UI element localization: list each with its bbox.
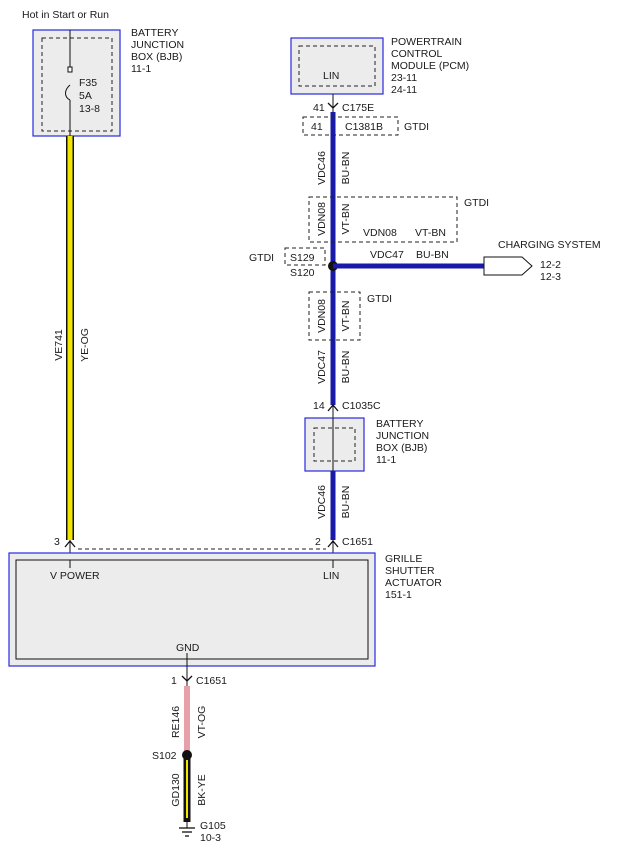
pcm-pin-label: LIN	[323, 70, 339, 82]
inline-pin-number: 41	[311, 121, 323, 133]
gnd-pin-number: 1	[171, 675, 177, 687]
charging-system-arrow-icon	[483, 256, 533, 276]
wire-vt-og-label: VT-OG	[196, 706, 208, 739]
actuator-ref: 151-1	[385, 589, 412, 601]
bjb-top-inner-dashed	[41, 37, 113, 132]
act-connector-label: C1651	[342, 536, 373, 548]
wire-vt-bn-label-h: VT-BN	[415, 227, 446, 239]
act-gnd-label: GND	[176, 642, 200, 654]
inline-gtdi-label: GTDI	[404, 121, 429, 133]
power-source-label: Hot in Start or Run	[22, 9, 109, 21]
wire-bu-bn-label-top: BU-BN	[340, 152, 352, 185]
actuator-inner-box	[15, 559, 369, 660]
ground-ref: 10-3	[200, 832, 221, 844]
pcm-line2: CONTROL	[391, 48, 442, 60]
wire-vdc47-label-v: VDC47	[316, 350, 328, 384]
gnd-connector-label: C1651	[196, 675, 227, 687]
bjb-top-line3: BOX (BJB)	[131, 51, 182, 63]
splice-s129-label: S129	[290, 252, 315, 264]
wire-vdn08-label-2: VDN08	[316, 299, 328, 333]
wire-bu-bn-label-h: BU-BN	[416, 249, 449, 261]
act-v-power-label: V POWER	[50, 570, 100, 582]
fuse-icon	[65, 84, 71, 101]
fuse-terminal	[67, 66, 73, 73]
act-pin-power: 3	[54, 536, 60, 548]
connector-c175e-icon	[327, 102, 339, 109]
connector-c1651-gnd-icon	[181, 675, 193, 682]
inline-connector-box	[302, 116, 399, 136]
wire-ye-og-label: YE-OG	[79, 328, 91, 362]
ground-id: G105	[200, 820, 226, 832]
fuse-rating: 5A	[79, 90, 92, 102]
pcm-pin-number: 41	[313, 102, 325, 114]
connector-c1651-power-icon	[64, 539, 76, 548]
pcm-inner-dashed	[298, 45, 376, 87]
gtdi-option-box-1	[308, 196, 458, 243]
actuator-line1: GRILLE	[385, 553, 422, 565]
bjb-top-line2: JUNCTION	[131, 39, 184, 51]
charging-system-label: CHARGING SYSTEM	[498, 239, 601, 251]
bjb-top-line1: BATTERY	[131, 27, 178, 39]
pcm-ref1: 23-11	[391, 72, 417, 84]
act-pin-lin: 2	[315, 536, 321, 548]
splice-s120-label: S120	[290, 267, 315, 279]
splice-s102-label: S102	[152, 750, 177, 762]
wire-vdc46-label-top: VDC46	[316, 151, 328, 185]
wire-re146-label: RE146	[170, 706, 182, 738]
fuse-ref: 13-8	[79, 103, 100, 115]
actuator-line2: SHUTTER	[385, 565, 435, 577]
inline-connector-label: C1381B	[345, 121, 383, 133]
wire-vt-bn-label-1: VT-BN	[340, 204, 352, 235]
actuator-line3: ACTUATOR	[385, 577, 442, 589]
bjb-mid-line3: BOX (BJB)	[376, 442, 427, 454]
bjb-top-box	[32, 29, 121, 137]
actuator-box	[8, 552, 376, 667]
bjb-mid-line2: JUNCTION	[376, 430, 429, 442]
pcm-ref2: 24-11	[391, 84, 417, 96]
gtdi-option-2-label: GTDI	[367, 293, 392, 305]
charging-system-ref2: 12-3	[540, 271, 561, 283]
bjb-mid-inner-dashed	[313, 427, 356, 462]
pcm-line3: MODULE (PCM)	[391, 60, 469, 72]
fuse-id: F35	[79, 77, 97, 89]
act-lin-label: LIN	[323, 570, 339, 582]
splice-gtdi-label: GTDI	[249, 252, 274, 264]
wire-vdc46-label-bottom: VDC46	[316, 485, 328, 519]
bjb-mid-line1: BATTERY	[376, 418, 423, 430]
pcm-line1: POWERTRAIN	[391, 36, 462, 48]
wire-ve741-label: VE741	[53, 329, 65, 361]
connector-c1651-lin-icon	[327, 539, 339, 548]
bjb-mid-connector-label: C1035C	[342, 400, 381, 412]
bjb-mid-ref: 11-1	[376, 454, 396, 466]
gtdi-option-1-label: GTDI	[464, 197, 489, 209]
wire-vdc47-label-h: VDC47	[370, 249, 404, 261]
bjb-top-ref: 11-1	[131, 63, 151, 75]
wire-gd130-label: GD130	[170, 773, 182, 806]
bjb-mid-box	[304, 417, 365, 472]
splice-s129-box	[284, 247, 326, 266]
wire-vt-bn-label-2: VT-BN	[340, 301, 352, 332]
ground-icon	[179, 827, 195, 837]
wire-bu-bn-label-bottom: BU-BN	[340, 486, 352, 519]
pcm-connector-label: C175E	[342, 102, 374, 114]
wire-bk-ye-label: BK-YE	[196, 774, 208, 806]
wire-vdn08-label-h: VDN08	[363, 227, 397, 239]
wire-vdn08-label-1: VDN08	[316, 202, 328, 236]
bjb-mid-pin-number: 14	[313, 400, 325, 412]
pcm-box	[290, 37, 384, 95]
charging-system-ref1: 12-2	[540, 259, 561, 271]
wire-bu-bn-label-mid: BU-BN	[340, 351, 352, 384]
